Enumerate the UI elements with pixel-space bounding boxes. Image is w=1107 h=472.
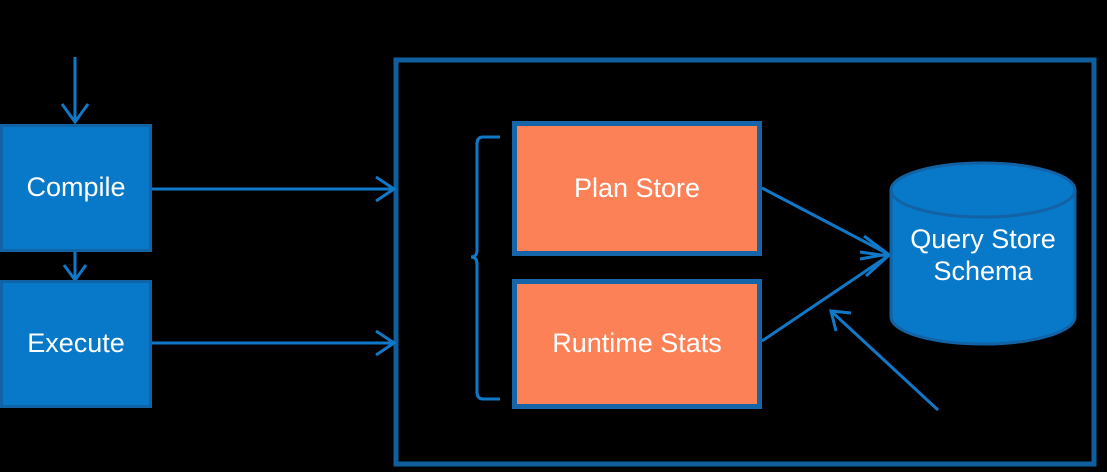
compile-to-execute-arrow [62,251,88,283]
runtime-stats-to-schema-arrow [761,250,892,343]
runtime-stats-node-label: Runtime Stats [552,328,722,359]
execute-to-container-arrow [152,329,397,357]
grouping-brace [470,135,500,401]
input-to-compile-arrow [60,57,90,125]
compile-node[interactable]: Compile [0,124,152,252]
execute-node-label: Execute [27,328,125,359]
plan-store-node-label: Plan Store [573,172,701,203]
query-store-schema-cylinder [889,161,1077,346]
external-to-schema-arrow [829,309,940,412]
compile-to-container-arrow [152,175,397,203]
execute-node[interactable]: Execute [0,280,152,408]
runtime-stats-node[interactable]: Runtime Stats [512,279,762,409]
query-store-container [393,57,1097,467]
plan-store-to-schema-arrow [761,186,892,261]
plan-store-node[interactable]: Plan Store [512,121,762,256]
compile-node-label: Compile [26,172,126,203]
